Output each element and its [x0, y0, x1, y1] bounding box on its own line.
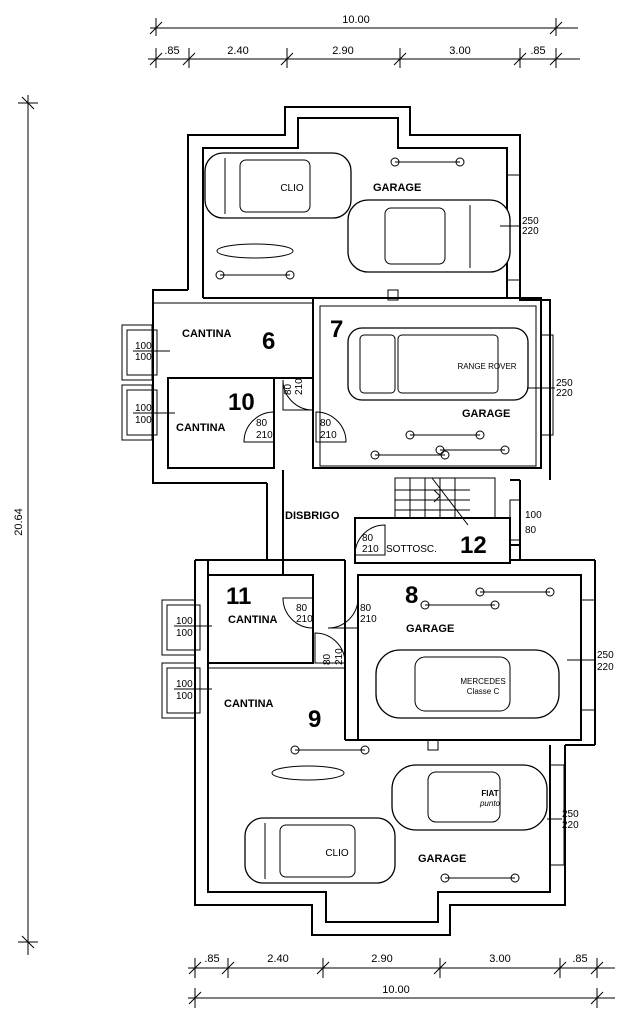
- top-seg-1: .85: [164, 45, 179, 57]
- room-number-8: 8: [405, 582, 418, 609]
- opening-d-cantina10-2: 210: [256, 430, 273, 441]
- room-label-cantina-6: CANTINA: [182, 328, 232, 340]
- opening-w-top-right-1: 250: [522, 216, 539, 227]
- room-label-garage-7: GARAGE: [462, 408, 510, 420]
- opening-w-cantina11-1: 100: [176, 616, 193, 627]
- top-dimension-total: 10.00: [149, 14, 578, 36]
- room-number-6: 6: [262, 328, 275, 355]
- car-clio-top: CLIO: [204, 152, 352, 219]
- room-label-cantina-10: CANTINA: [176, 422, 226, 434]
- opening-w-garage9-1: 250: [562, 809, 579, 820]
- top-seg-2: 2.40: [227, 45, 248, 57]
- car-suv-top: [347, 199, 511, 273]
- room-number-7: 7: [330, 316, 343, 343]
- car-label-clio-top: CLIO: [280, 183, 304, 194]
- room-label-cantina-11: CANTINA: [228, 614, 278, 626]
- opening-d-cantina11-2: 210: [296, 614, 313, 625]
- cantina-window-boxes-lower: [161, 599, 201, 719]
- bottom-seg-5: .85: [572, 953, 587, 965]
- opening-d-disbrigo-top-2: 210: [294, 378, 305, 395]
- opening-d-garage8-1: 80: [360, 603, 372, 614]
- opening-w-garage8-1: 250: [597, 650, 614, 661]
- top-dimension-segments: .85 2.40 2.90 3.00 .85: [148, 45, 580, 68]
- opening-w-cantina6-1: 100: [135, 341, 152, 352]
- car-range-rover: RANGE ROVER: [347, 327, 529, 401]
- car-label-fiat-2: punto: [479, 799, 501, 808]
- bottom-seg-4: 3.00: [489, 953, 510, 965]
- top-seg-3: 2.90: [332, 45, 353, 57]
- opening-w-garage9-2: 220: [562, 820, 579, 831]
- opening-d-garage7-2: 210: [320, 430, 337, 441]
- car-label-mercedes-2: Classe C: [467, 687, 500, 696]
- opening-w-cantina6-2: 100: [135, 352, 152, 363]
- opening-d-cantina11-1: 80: [296, 603, 308, 614]
- opening-w-cantina9-1: 100: [176, 679, 193, 690]
- room-number-10: 10: [228, 389, 255, 416]
- car-label-fiat-1: FIAT: [481, 789, 498, 798]
- opening-d-sottosc-1: 80: [362, 533, 374, 544]
- opening-d-disbrigo-bottom-2: 210: [334, 648, 345, 665]
- opening-w-garage8-2: 220: [597, 662, 614, 673]
- car-label-range-rover: RANGE ROVER: [457, 362, 516, 371]
- bicycles: [215, 157, 555, 883]
- opening-w-garage7-2: 220: [556, 388, 573, 399]
- bottom-total-label: 10.00: [382, 984, 410, 996]
- opening-w-cantina10-1: 100: [135, 403, 152, 414]
- car-label-clio-bottom: CLIO: [325, 848, 349, 859]
- room-number-12: 12: [460, 532, 487, 559]
- bottom-seg-2: 2.40: [267, 953, 288, 965]
- bottom-seg-3: 2.90: [371, 953, 392, 965]
- room-label-garage-top: GARAGE: [373, 182, 421, 194]
- room-label-sottosc: SOTTOSC.: [386, 544, 437, 555]
- opening-w-top-right-2: 220: [522, 226, 539, 237]
- opening-w-garage7-1: 250: [556, 378, 573, 389]
- opening-w-stair-1: 100: [525, 510, 542, 521]
- opening-d-garage8-2: 210: [360, 614, 377, 625]
- car-clio-bottom: CLIO: [244, 817, 396, 884]
- room-label-disbrigo: DISBRIGO: [285, 510, 340, 522]
- room-label-cantina-9: CANTINA: [224, 698, 274, 710]
- opening-d-sottosc-2: 210: [362, 544, 379, 555]
- bottom-seg-1: .85: [204, 953, 219, 965]
- car-label-mercedes-1: MERCEDES: [460, 677, 505, 686]
- opening-w-cantina9-2: 100: [176, 691, 193, 702]
- car-fiat-punto: FIAT punto: [391, 764, 548, 831]
- opening-w-stair-2: 80: [525, 525, 537, 536]
- opening-d-garage7-1: 80: [320, 418, 332, 429]
- left-dimension-total: 20.64: [13, 95, 38, 955]
- opening-d-cantina10-1: 80: [256, 418, 268, 429]
- top-seg-4: 3.00: [449, 45, 470, 57]
- room-number-11: 11: [226, 583, 251, 610]
- room-label-garage-bottom: GARAGE: [418, 853, 466, 865]
- opening-w-cantina11-2: 100: [176, 628, 193, 639]
- left-total-label: 20.64: [13, 508, 25, 536]
- opening-labels: 250 220 250 220 100 100 100 100 80 210 8…: [133, 216, 614, 831]
- opening-d-disbrigo-bottom-1: 80: [322, 653, 333, 665]
- top-total-label: 10.00: [342, 14, 370, 26]
- bottom-dimension-segments: .85 2.40 2.90 3.00 .85: [188, 953, 615, 978]
- door-swings: [243, 379, 386, 664]
- opening-w-cantina10-2: 100: [135, 415, 152, 426]
- room-label-garage-8: GARAGE: [406, 623, 454, 635]
- car-mercedes: MERCEDES Classe C: [375, 649, 560, 719]
- top-seg-5: .85: [530, 45, 545, 57]
- room-number-9: 9: [308, 706, 321, 733]
- opening-d-disbrigo-top-1: 80: [283, 383, 294, 395]
- bottom-dimension-total: 10.00: [188, 984, 615, 1008]
